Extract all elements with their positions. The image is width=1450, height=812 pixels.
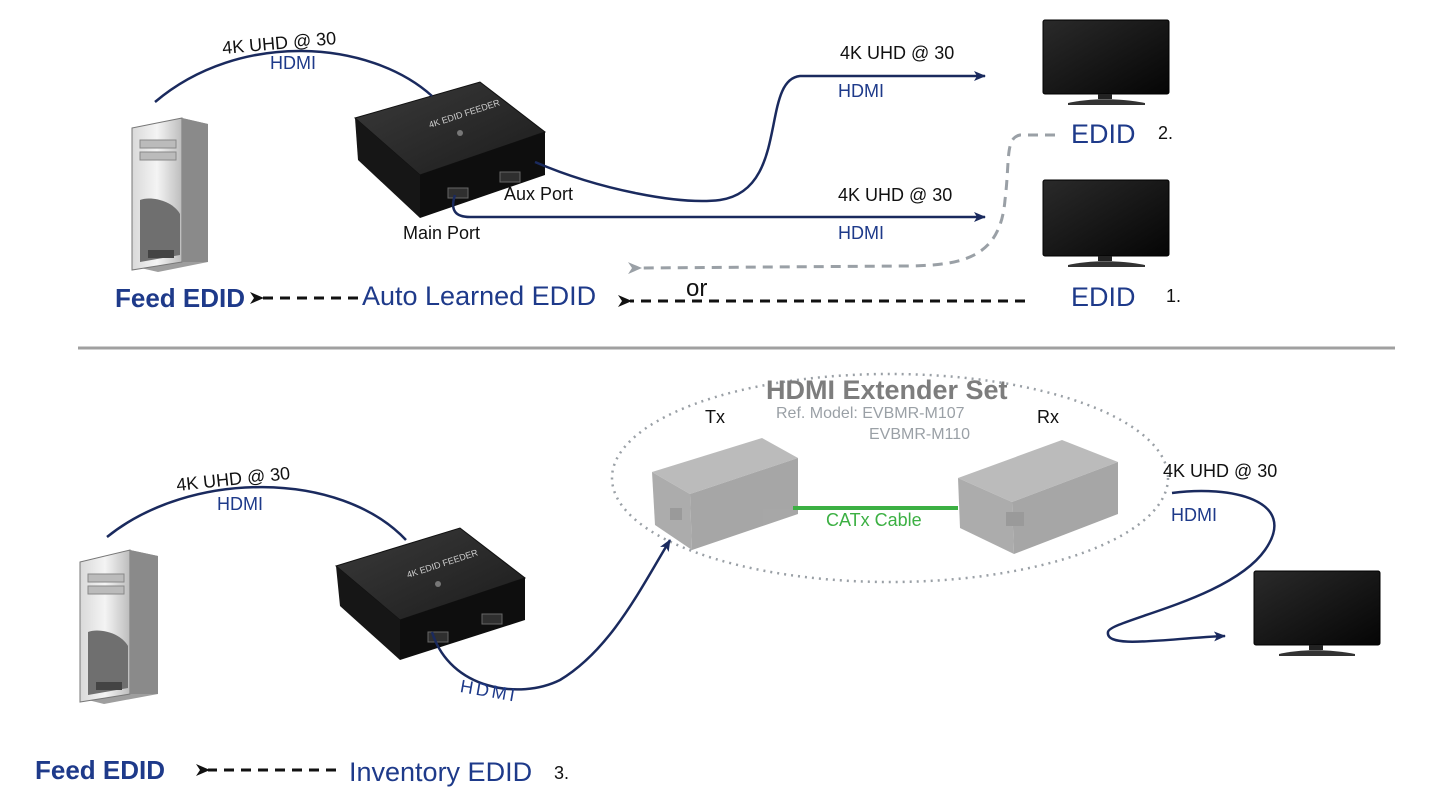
display-1-icon: [1042, 179, 1170, 267]
display-2-icon: [1042, 19, 1170, 105]
aux-signal-label: 4K UHD @ 30: [840, 43, 955, 63]
edid-feeder-device-icon: 4K EDID FEEDER: [353, 81, 547, 218]
edid-display-2: EDID: [1071, 119, 1136, 149]
pc-tower-icon: [131, 117, 208, 272]
ref-model-2: EVBMR-M110: [869, 426, 971, 443]
tx-label: Tx: [705, 407, 725, 427]
source-cable-label: HDMI: [270, 53, 316, 73]
extender-set-title: HDMI Extender Set: [766, 375, 1008, 405]
aux-port-label: Aux Port: [504, 184, 574, 204]
output-signal-label: 4K UHD @ 30: [1163, 461, 1278, 481]
inventory-edid: Inventory EDID: [349, 757, 533, 787]
source-cable-label-bottom: HDMI: [217, 494, 263, 514]
auto-learned-edid: Auto Learned EDID: [362, 281, 597, 311]
catx-cable-label: CATx Cable: [826, 510, 922, 530]
output-cable-label: HDMI: [1171, 505, 1217, 525]
extender-set-boundary: [610, 372, 1170, 584]
edid-return-line-2: [627, 133, 1055, 275]
or-label: or: [686, 275, 708, 302]
edid-feeder-device-icon-bottom: 4K EDID FEEDER: [334, 527, 527, 660]
rx-label: Rx: [1037, 407, 1059, 427]
inventory-number: 3.: [554, 763, 570, 783]
source-cable-bottom: [106, 485, 407, 541]
main-cable: [451, 194, 986, 222]
feed-edid-bottom: Feed EDID: [35, 755, 166, 785]
feeder-to-tx-cable: [430, 539, 672, 691]
main-signal-label: 4K UHD @ 30: [838, 185, 953, 205]
ref-model-1: Ref. Model: EVBMR-M107: [776, 405, 965, 422]
rx-device-icon: [958, 440, 1118, 554]
main-cable-label: HDMI: [838, 223, 884, 243]
source-cable-top: [154, 49, 433, 103]
display-bottom-icon: [1253, 570, 1381, 656]
feed-edid-top: Feed EDID: [115, 283, 246, 313]
display-2-number: 2.: [1158, 123, 1174, 143]
edid-display-1: EDID: [1071, 282, 1136, 312]
main-port-label: Main Port: [403, 223, 481, 243]
tx-device-icon: [652, 438, 798, 550]
pc-tower-icon-bottom: [79, 549, 158, 704]
rx-to-display-cable: [1106, 489, 1276, 644]
aux-cable: [534, 71, 986, 203]
display-1-number: 1.: [1166, 286, 1182, 306]
aux-cable-label: HDMI: [838, 81, 884, 101]
